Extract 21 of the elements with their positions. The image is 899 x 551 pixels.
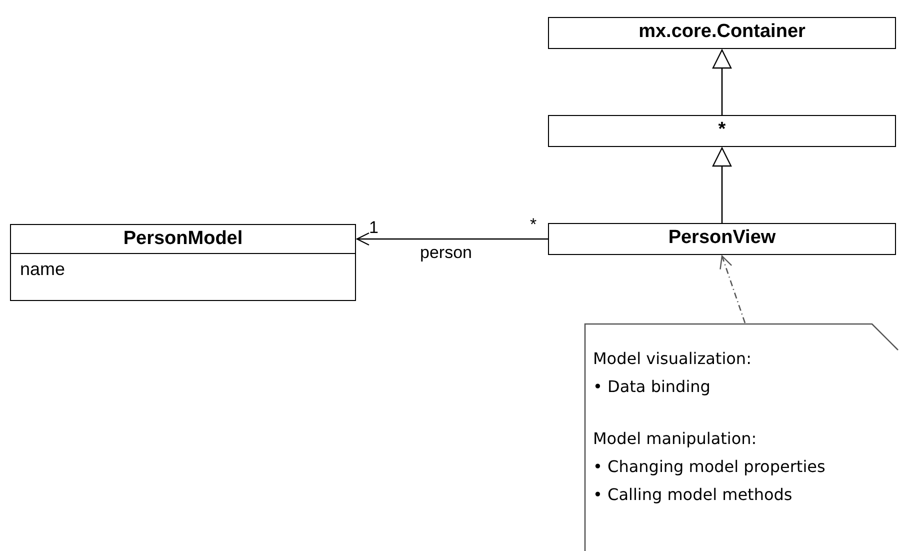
association-arrow xyxy=(356,232,548,246)
inheritance-arrow xyxy=(712,49,732,115)
inheritance-arrow xyxy=(712,147,732,223)
note-text: • Data binding xyxy=(593,376,710,398)
class-name: PersonModel xyxy=(122,227,244,251)
multiplicity-label: 1 xyxy=(369,219,378,237)
note-text: • Calling model methods xyxy=(593,484,792,506)
note-text: • Changing model properties xyxy=(593,456,826,478)
multiplicity-label: * xyxy=(530,216,537,234)
class-box xyxy=(548,17,896,49)
class-box xyxy=(10,224,356,301)
dependency-arrow xyxy=(720,255,746,324)
class-name: * xyxy=(717,118,727,142)
class-box xyxy=(548,115,896,147)
note-box xyxy=(584,323,899,551)
class-name: mx.core.Container xyxy=(638,20,806,44)
attribute-text: name xyxy=(11,253,355,284)
class-box xyxy=(548,223,896,255)
class-name: PersonView xyxy=(667,226,777,250)
note-text: Model manipulation: xyxy=(593,428,757,450)
note-text: Model visualization: xyxy=(593,348,752,370)
